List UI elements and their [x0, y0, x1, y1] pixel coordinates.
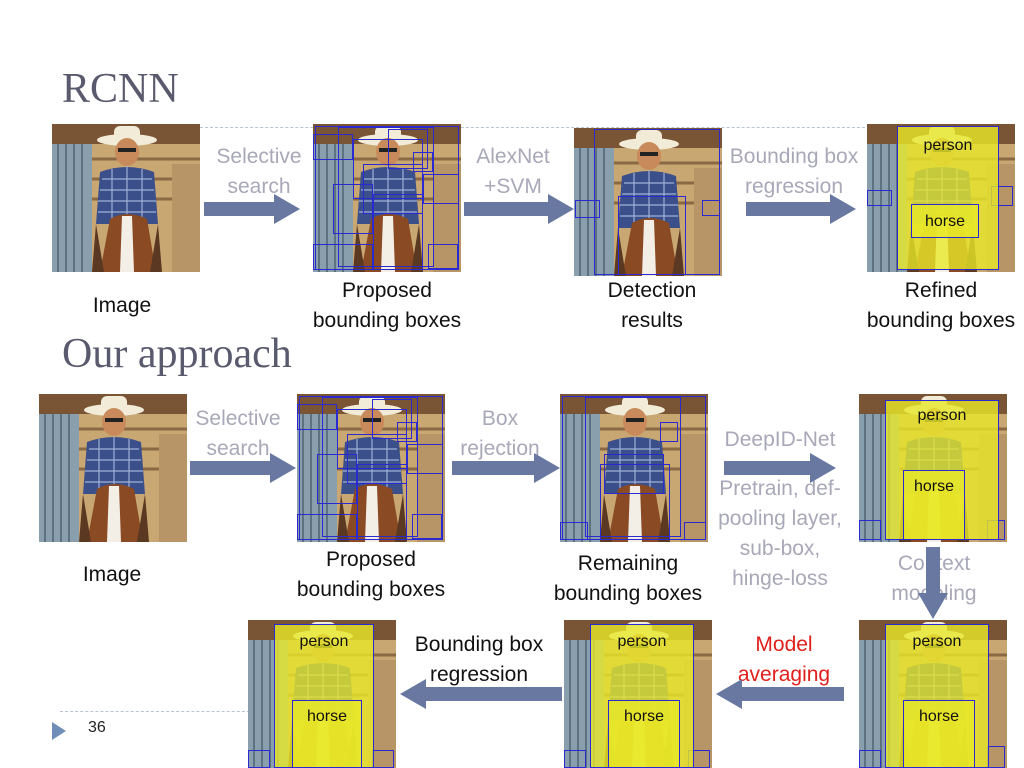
box-rejection-label: Box rejection — [460, 407, 540, 460]
play-triangle-icon — [52, 722, 66, 740]
proposal-box — [412, 514, 442, 539]
rcnn-refined-image: person horse — [867, 124, 1015, 272]
alexnet-svm-label: AlexNet +SVM — [476, 145, 550, 198]
arrow-right-icon — [190, 453, 296, 483]
proposal-box — [560, 522, 588, 540]
horse-detection: horse — [903, 700, 975, 768]
ours-input-image — [39, 394, 187, 542]
proposal-box — [373, 194, 423, 270]
proposal-box — [604, 454, 664, 494]
proposal-box — [684, 522, 706, 540]
ours-final-image: person horse — [248, 620, 396, 768]
horse-detection: horse — [292, 700, 362, 768]
proposal-box — [313, 244, 373, 270]
final-bbox-regression-label: Bounding box regression — [414, 633, 544, 686]
rcnn-title: RCNN — [62, 66, 179, 112]
detection-box — [372, 750, 394, 768]
horse-label: horse — [623, 708, 665, 725]
selective-search-label: Selective search — [216, 145, 302, 198]
top-divider — [190, 127, 880, 128]
person-detection: person — [897, 126, 999, 270]
proposal-box — [313, 134, 353, 160]
arrow-right-icon — [452, 453, 560, 483]
ours-proposed-image — [297, 394, 445, 542]
arrow-right-icon — [204, 194, 300, 224]
detection-box — [867, 190, 892, 206]
detection-box — [859, 750, 881, 768]
arrow-left-icon — [716, 679, 844, 709]
arrow-right-icon — [746, 194, 856, 224]
proposal-box — [423, 174, 459, 204]
proposal-box — [317, 454, 357, 504]
person-label: person — [917, 407, 967, 424]
ours-deepid-image: person horse — [859, 394, 1007, 542]
rcnn-proposed-image — [313, 124, 461, 272]
our-approach-title: Our approach — [62, 331, 292, 377]
detection-box — [987, 746, 1005, 768]
proposal-box — [372, 399, 412, 439]
rcnn-image-caption: Image — [92, 294, 152, 317]
proposal-box — [338, 127, 434, 267]
detection-box — [618, 196, 686, 275]
proposal-box — [347, 434, 407, 484]
proposal-box — [297, 514, 357, 540]
proposal-box — [660, 422, 678, 442]
proposal-box — [428, 244, 458, 269]
deepid-details-label: Pretrain, def- pooling layer, sub-box, h… — [718, 477, 842, 590]
horse-detection: horse — [608, 700, 680, 768]
horse-detection: horse — [911, 204, 979, 238]
proposal-box — [297, 404, 337, 430]
bottom-divider — [60, 711, 260, 712]
proposal-box — [407, 444, 443, 474]
horse-label: horse — [913, 478, 955, 495]
detection-box — [248, 750, 270, 768]
rcnn-input-image — [52, 124, 200, 272]
proposal-box — [600, 464, 670, 540]
arrow-left-icon — [400, 679, 562, 709]
proposal-box — [333, 184, 373, 234]
proposal-box — [357, 464, 407, 540]
rcnn-refined-caption: Refined bounding boxes — [866, 279, 1016, 332]
proposal-box — [322, 397, 418, 537]
rcnn-detection-image — [574, 128, 722, 276]
remaining-boxes-caption: Remaining bounding boxes — [553, 552, 703, 605]
ours-remaining-image — [560, 394, 708, 542]
bbox-regression-label: Bounding box regression — [729, 145, 859, 198]
horse-label: horse — [924, 213, 966, 230]
detection-box — [859, 520, 881, 540]
proposal-box — [363, 164, 423, 214]
person-label: person — [923, 137, 973, 154]
ours-averaged-image: person horse — [564, 620, 712, 768]
detection-box — [564, 750, 586, 768]
ours-proposed-caption: Proposed bounding boxes — [296, 548, 446, 601]
person-label: person — [299, 633, 349, 650]
arrow-right-icon — [464, 194, 574, 224]
proposal-box — [397, 422, 417, 442]
proposal-box — [413, 152, 433, 172]
ours-selective-search-label: Selective search — [195, 407, 281, 460]
page-number: 36 — [88, 719, 106, 736]
horse-detection: horse — [903, 470, 965, 540]
detection-box — [575, 200, 600, 218]
ours-image-caption: Image — [82, 563, 142, 586]
arrow-down-icon — [918, 547, 948, 619]
horse-label: horse — [918, 708, 960, 725]
person-label: person — [617, 633, 667, 650]
detection-box — [702, 200, 720, 216]
horse-label: horse — [306, 708, 348, 725]
proposal-box — [585, 397, 681, 537]
proposal-box — [388, 129, 428, 169]
ours-context-image: person horse — [859, 620, 1007, 768]
rcnn-detection-caption: Detection results — [607, 279, 697, 332]
rcnn-proposed-caption: Proposed bounding boxes — [312, 279, 462, 332]
person-label: person — [912, 633, 962, 650]
arrow-right-icon — [724, 453, 836, 483]
model-averaging-label: Model averaging — [737, 633, 831, 686]
deepid-net-label: DeepID-Net — [724, 428, 836, 451]
